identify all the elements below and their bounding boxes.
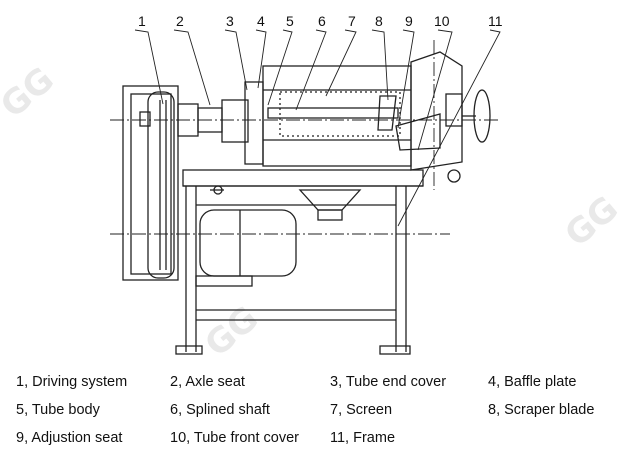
callout-10: 10 bbox=[434, 13, 450, 29]
leader-lines bbox=[134, 29, 501, 227]
callout-2: 2 bbox=[176, 13, 184, 29]
callout-1: 1 bbox=[138, 13, 146, 29]
svg-text:GG: GG bbox=[198, 299, 266, 360]
callout-9: 9 bbox=[405, 13, 413, 29]
tube-body bbox=[262, 65, 412, 167]
legend-item-2: 2, Axle seat bbox=[170, 374, 245, 390]
legend-item-3: 3, Tube end cover bbox=[330, 374, 447, 390]
svg-text:GG: GG bbox=[0, 60, 62, 127]
scraper-blade bbox=[377, 95, 397, 131]
callout-3: 3 bbox=[226, 13, 234, 29]
driving-system bbox=[122, 85, 179, 281]
callout-5: 5 bbox=[286, 13, 294, 29]
callout-11: 11 bbox=[488, 13, 503, 29]
legend-item-7: 7, Screen bbox=[330, 402, 393, 418]
callout-7: 7 bbox=[348, 13, 356, 29]
legend-item-1: 1, Driving system bbox=[16, 374, 128, 390]
axle-seat bbox=[177, 99, 249, 143]
legend-item-5: 5, Tube body bbox=[16, 402, 100, 418]
splined-shaft bbox=[267, 107, 399, 119]
hopper bbox=[298, 189, 362, 211]
legend-item-8: 8, Scraper blade bbox=[488, 402, 595, 418]
legend-item-10: 10, Tube front cover bbox=[170, 430, 299, 446]
legend-item-4: 4, Baffle plate bbox=[488, 374, 577, 390]
svg-text:GG: GG bbox=[558, 189, 626, 256]
frame bbox=[175, 169, 424, 355]
legend-item-11: 11, Frame bbox=[330, 430, 396, 446]
motor bbox=[195, 185, 297, 287]
machine-diagram: GG GG GG bbox=[0, 13, 626, 360]
legend-item-6: 6, Splined shaft bbox=[170, 402, 270, 418]
callout-4: 4 bbox=[257, 13, 265, 29]
adjustion-seat bbox=[445, 89, 491, 183]
callout-6: 6 bbox=[318, 13, 326, 29]
callout-8: 8 bbox=[375, 13, 383, 29]
center-lines bbox=[110, 40, 500, 235]
legend-item-9: 9, Adjustion seat bbox=[16, 430, 123, 446]
watermark: GG GG GG bbox=[0, 60, 626, 360]
parts-legend: 1, Driving system 2, Axle seat 3, Tube e… bbox=[0, 360, 630, 456]
